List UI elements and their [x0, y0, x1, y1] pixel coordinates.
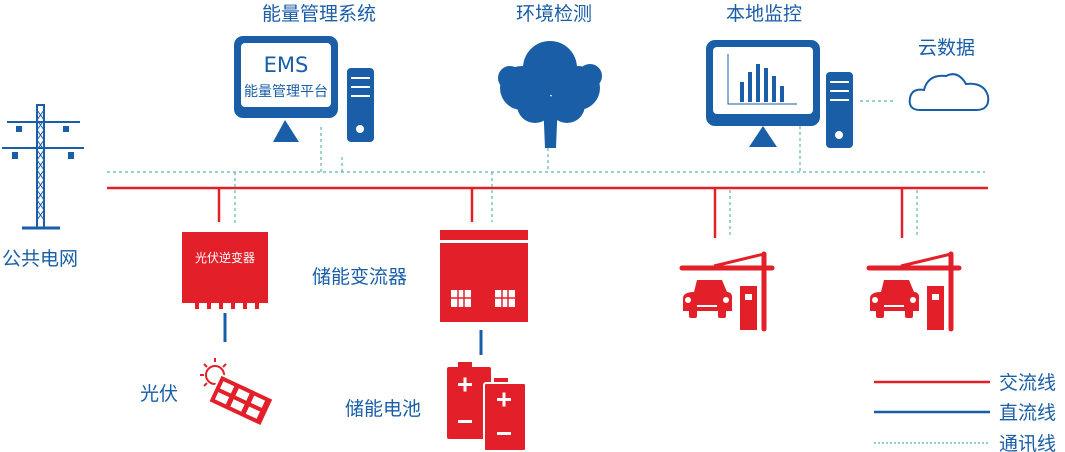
cloud-title: 云数据: [918, 37, 975, 59]
solar-panel-icon: [200, 358, 275, 428]
legend-comm-label: 通讯线: [999, 433, 1056, 452]
ev-charging-station-icon: [866, 251, 962, 332]
inverter-label: 光伏逆变器: [195, 250, 255, 265]
pv-label: 光伏: [140, 383, 178, 405]
pcs-box: [440, 230, 528, 322]
ev-charging-station-icon: [679, 251, 775, 332]
pcs-label: 储能变流器: [312, 266, 407, 288]
ev-charger-2: [866, 188, 962, 332]
ems-screen-title: EMS: [264, 53, 309, 77]
local-monitor-title: 本地监控: [726, 3, 802, 25]
legend: 交流线 直流线 通讯线: [874, 372, 1056, 452]
local-monitor-icon: [706, 40, 820, 147]
power-tower-icon: [2, 104, 84, 230]
cloud-icon: [908, 73, 990, 111]
battery-icon: [447, 362, 527, 452]
local-pc-tower-icon: [826, 72, 853, 148]
local-comm-links: [799, 100, 896, 172]
env-title: 环境检测: [516, 3, 592, 25]
ems-screen-subtitle: 能量管理平台: [244, 84, 328, 100]
ems-pc-tower-icon: [347, 68, 374, 142]
ems-comm-links: [320, 127, 343, 172]
legend-ac-label: 交流线: [999, 372, 1056, 394]
ems-title: 能量管理系统: [262, 3, 376, 25]
ev-charger-1: [679, 188, 775, 332]
tree-icon: [498, 41, 602, 148]
ems-monitor-icon: [234, 36, 338, 142]
inverter-box: [182, 232, 268, 309]
insulator-icon: [12, 126, 74, 159]
grid-label: 公共电网: [2, 248, 78, 270]
battery-label: 储能电池: [345, 398, 421, 420]
legend-dc-label: 直流线: [999, 402, 1056, 424]
